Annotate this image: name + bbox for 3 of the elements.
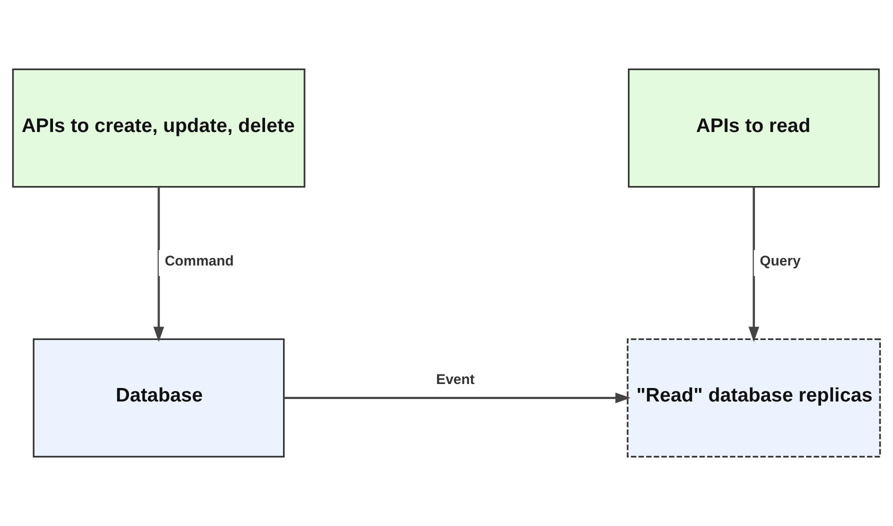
edge-label: Command (164, 252, 234, 269)
edge-label: Event (436, 371, 475, 388)
edge-label: Query (760, 252, 801, 269)
